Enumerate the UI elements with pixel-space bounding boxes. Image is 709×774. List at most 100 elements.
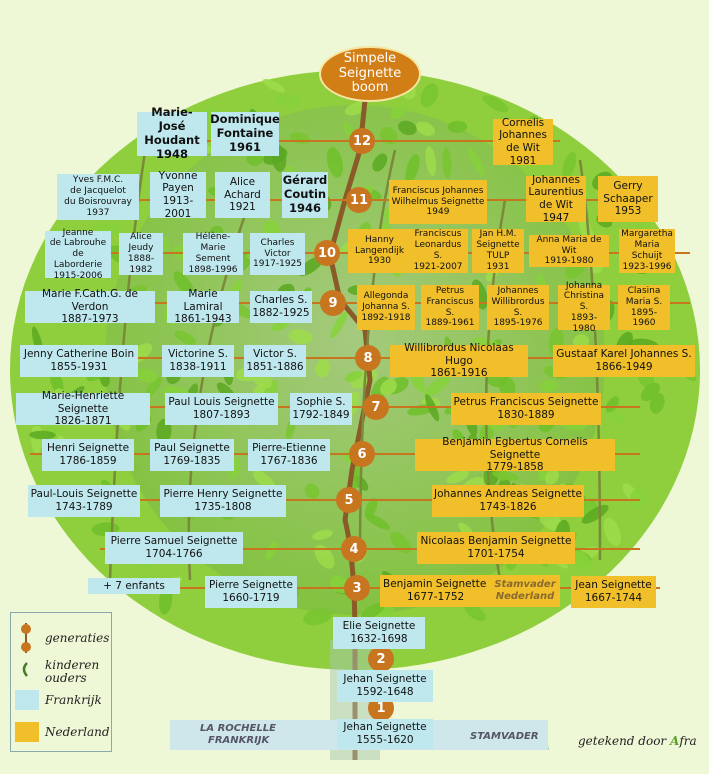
credit-text: getekend door Afra [578,734,697,748]
leaf [415,121,436,136]
person-victorine[interactable]: Victorine S.1838-1911 [162,345,234,377]
leaf [372,153,388,172]
leaf [275,93,301,107]
generation-marker-7: 7 [363,394,389,420]
ground-label-right: STAMVADER [470,731,539,742]
leaf [361,602,385,620]
leaf [364,513,391,530]
leaf [314,544,335,569]
person-victor[interactable]: Victor S.1851-1886 [244,345,306,377]
generation-dot-icon [21,624,31,634]
nederland-swatch [15,722,39,742]
branch-arrow-icon [22,662,28,677]
leaf [344,370,363,383]
leaf [173,271,194,297]
leaf [330,311,348,339]
person-gustaaf-karel[interactable]: Gustaaf Karel Johannes S.1866-1949 [553,345,695,377]
generation-marker-5: 5 [336,487,362,513]
person-charles-1882[interactable]: Charles S.1882-1925 [250,291,312,323]
leaf [398,120,417,136]
leaf [499,376,516,398]
legend-frankrijk: Frankrijk [45,693,102,707]
leaf [304,483,320,499]
leaf [420,83,439,107]
person-enfants[interactable]: + 7 enfants [88,578,180,594]
leaf [447,120,468,133]
leaf [29,430,56,440]
legend-icons [15,623,39,742]
leaf [603,517,621,547]
leaf [135,368,158,383]
person-sophie[interactable]: Sophie S.1792-1849 [290,393,352,425]
leaf [649,393,665,414]
leaf [581,504,609,524]
leaf [144,377,162,398]
generation-marker-2: 2 [368,646,394,672]
generation-marker-12: 12 [349,128,375,154]
leaf [302,608,333,626]
leaf [605,396,619,413]
leaf [265,541,277,560]
leaf [492,470,519,481]
generation-marker-11: 11 [346,187,372,213]
generation-dot-icon [21,642,31,652]
leaf [312,529,333,541]
leaf [468,148,485,176]
leaf [288,329,313,345]
leaf [380,379,397,396]
leaf [174,330,196,345]
leaf [464,603,486,622]
leaf [390,105,407,120]
generation-marker-3: 3 [344,575,370,601]
legend-nederland: Nederland [45,725,110,739]
generation-marker-10: 10 [314,240,340,266]
